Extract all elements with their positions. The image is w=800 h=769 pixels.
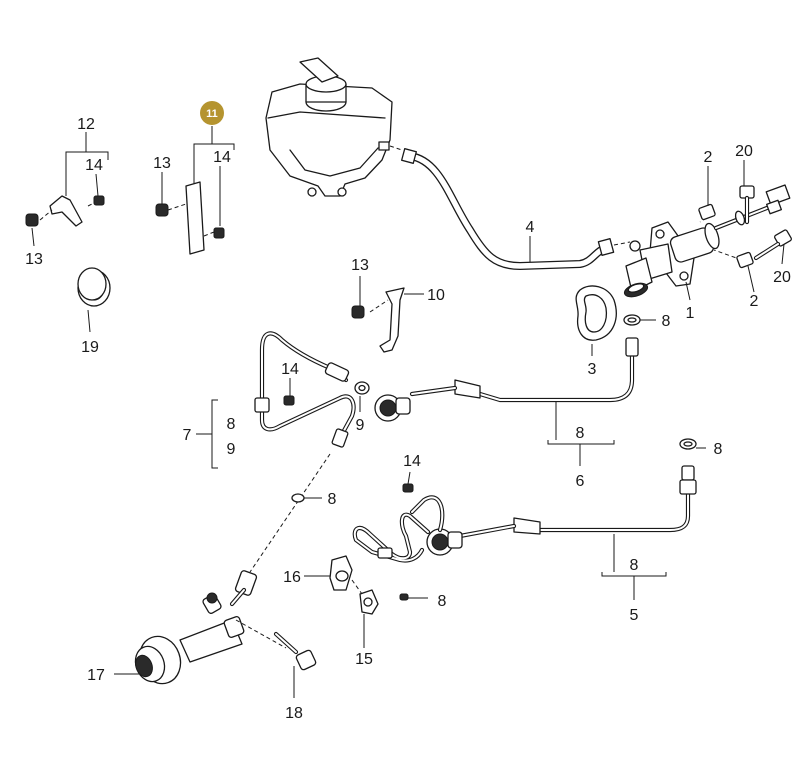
callout-8[interactable]: 8 [630,557,639,574]
callout-14[interactable]: 14 [281,361,299,378]
callout-8[interactable]: 8 [662,313,671,330]
clutch-pipe-6[interactable] [374,337,639,422]
callout-12[interactable]: 12 [77,116,95,133]
clip-9[interactable] [354,381,370,395]
callout-13[interactable]: 13 [351,257,369,274]
callout-14[interactable]: 14 [213,149,231,166]
callout-13[interactable]: 13 [25,251,43,268]
callout-19[interactable]: 19 [81,339,99,356]
nut-13-bracket12[interactable] [25,213,39,227]
bolt-18[interactable] [273,631,317,671]
leader-lines [31,126,785,698]
callout-14[interactable]: 14 [403,453,421,470]
seal-3[interactable] [575,285,617,341]
callout-badge-11[interactable]: 11 [200,101,224,125]
screw-14-line5[interactable] [402,483,414,493]
callout-6[interactable]: 6 [576,473,585,490]
callout-14[interactable]: 14 [85,157,103,174]
nut-13-bracket11[interactable] [155,203,169,217]
callout-8[interactable]: 8 [227,416,236,433]
callout-3[interactable]: 3 [588,361,597,378]
screw-14-bracket11[interactable] [213,227,225,239]
bolt-20-lower[interactable] [753,229,792,261]
callout-2[interactable]: 2 [704,149,713,166]
clip-8-g[interactable] [399,593,409,601]
clutch-master-cylinder[interactable] [623,184,791,299]
callout-1[interactable]: 1 [686,305,695,322]
callout-8[interactable]: 8 [328,491,337,508]
bracket-12[interactable] [39,195,97,227]
slave-feed-pipe[interactable] [229,570,258,607]
callout-17[interactable]: 17 [87,667,105,684]
callout-18[interactable]: 18 [285,705,303,722]
clip-8-a[interactable] [623,314,641,326]
bracket-10[interactable] [369,287,405,353]
callout-8[interactable]: 8 [438,593,447,610]
grommet-19[interactable] [77,267,111,307]
slave-cylinder[interactable] [131,592,245,689]
callout-20[interactable]: 20 [773,269,791,286]
reservoir-hose[interactable] [401,148,615,270]
callout-7[interactable]: 7 [183,427,192,444]
fluid-reservoir[interactable] [265,57,393,197]
callout-8[interactable]: 8 [714,441,723,458]
callout-9[interactable]: 9 [356,417,365,434]
callout-16[interactable]: 16 [283,569,301,586]
clip-15[interactable] [351,579,379,615]
callout-9[interactable]: 9 [227,441,236,458]
clutch-line-7[interactable] [254,331,356,448]
clip-16[interactable] [329,555,353,591]
clip-8-slave[interactable] [291,493,305,503]
callout-2[interactable]: 2 [750,293,759,310]
nut-13-bracket[interactable] [351,305,365,319]
callout-15[interactable]: 15 [355,651,373,668]
nut-2-lower[interactable] [736,251,754,269]
callout-10[interactable]: 10 [427,287,445,304]
screw-14-bracket12[interactable] [93,195,105,206]
nut-2-upper[interactable] [698,203,716,221]
screw-14-line7[interactable] [283,395,295,406]
bracket-11[interactable] [167,181,215,255]
clip-8-line5[interactable] [679,438,697,450]
badge-label: 11 [206,108,218,120]
callout-20[interactable]: 20 [735,143,753,160]
callout-4[interactable]: 4 [526,219,535,236]
callout-13[interactable]: 13 [153,155,171,172]
clutch-line-5[interactable] [352,465,697,563]
bolt-20-upper[interactable] [739,185,755,225]
callout-5[interactable]: 5 [630,607,639,624]
callout-8[interactable]: 8 [576,425,585,442]
callout-labels: 12 14 13 19 13 14 4 2 20 20 2 1 13 10 3 … [25,116,791,722]
